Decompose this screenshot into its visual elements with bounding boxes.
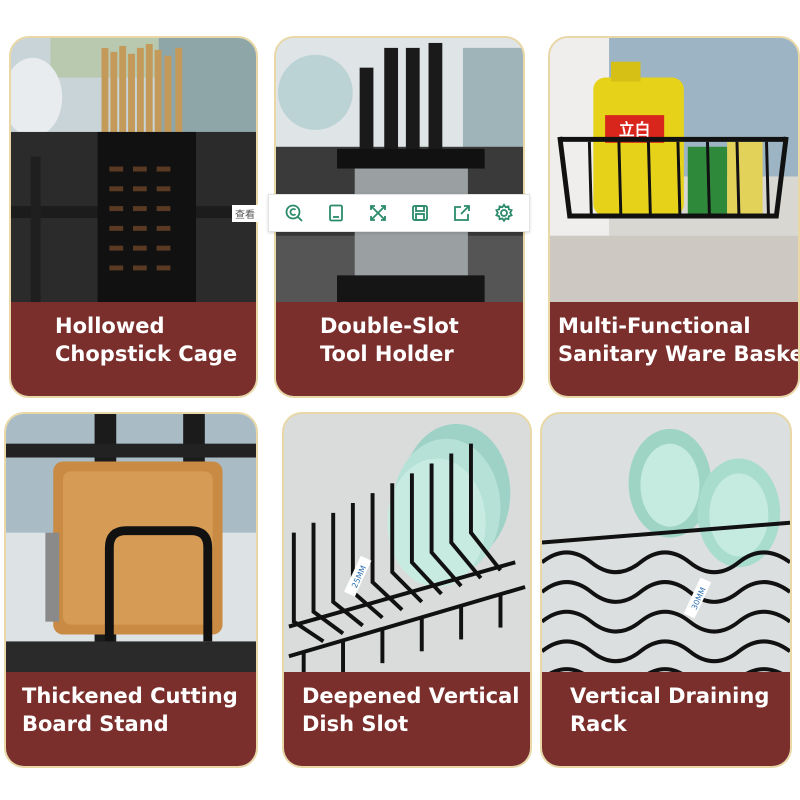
card-dish-slot: 25MM Deepened Vertical Dish Slot	[282, 412, 532, 768]
caption-line-2: Tool Holder	[320, 342, 454, 366]
caption-line-1: Deepened Vertical	[302, 684, 520, 708]
caption-line-1: Double-Slot	[320, 314, 459, 338]
caption-line-2: Board Stand	[22, 712, 169, 736]
chopstick-cage-photo	[11, 38, 256, 396]
share-icon	[454, 205, 470, 221]
sanitary-basket-photo: 立白	[550, 38, 798, 396]
card-draining-rack: 30MM Vertical Draining Rack	[540, 412, 792, 768]
card-cutting-board-stand: Thickened Cutting Board Stand	[4, 412, 258, 768]
save-button[interactable]	[405, 198, 435, 228]
image-toolbar	[268, 194, 530, 232]
document-button[interactable]	[321, 198, 351, 228]
share-button[interactable]	[447, 198, 477, 228]
document-icon	[329, 204, 343, 222]
caption-line-2: Chopstick Cage	[55, 342, 238, 366]
caption-line-1: Thickened Cutting	[22, 684, 238, 708]
settings-button[interactable]	[489, 198, 519, 228]
card-caption: Double-Slot Tool Holder	[276, 302, 523, 396]
settings-icon	[495, 203, 513, 223]
card-caption: Thickened Cutting Board Stand	[6, 672, 256, 766]
caption-line-1: Hollowed	[55, 314, 165, 338]
card-chopstick-cage: Hollowed Chopstick Cage	[9, 36, 258, 398]
save-icon	[412, 205, 428, 221]
caption-line-1: Multi-Functional	[558, 314, 751, 338]
search-text-button[interactable]	[279, 198, 309, 228]
card-caption: Multi-Functional Sanitary Ware Basket	[550, 302, 798, 396]
caption-line-1: Vertical Draining	[570, 684, 770, 708]
bottle-label: 立白	[619, 120, 650, 139]
card-caption: Vertical Draining Rack	[542, 672, 790, 766]
caption-line-2: Rack	[570, 712, 627, 736]
expand-icon	[370, 205, 386, 221]
toolbar-tag[interactable]: 查看	[232, 205, 258, 222]
expand-button[interactable]	[363, 198, 393, 228]
card-caption: Deepened Vertical Dish Slot	[284, 672, 530, 766]
caption-line-2: Dish Slot	[302, 712, 409, 736]
card-caption: Hollowed Chopstick Cage	[11, 302, 256, 396]
caption-line-2: Sanitary Ware Basket	[558, 342, 798, 366]
search-text-icon	[285, 204, 303, 222]
card-sanitary-basket: 立白 Multi-Functional Sanitary Ware Basket	[548, 36, 800, 398]
